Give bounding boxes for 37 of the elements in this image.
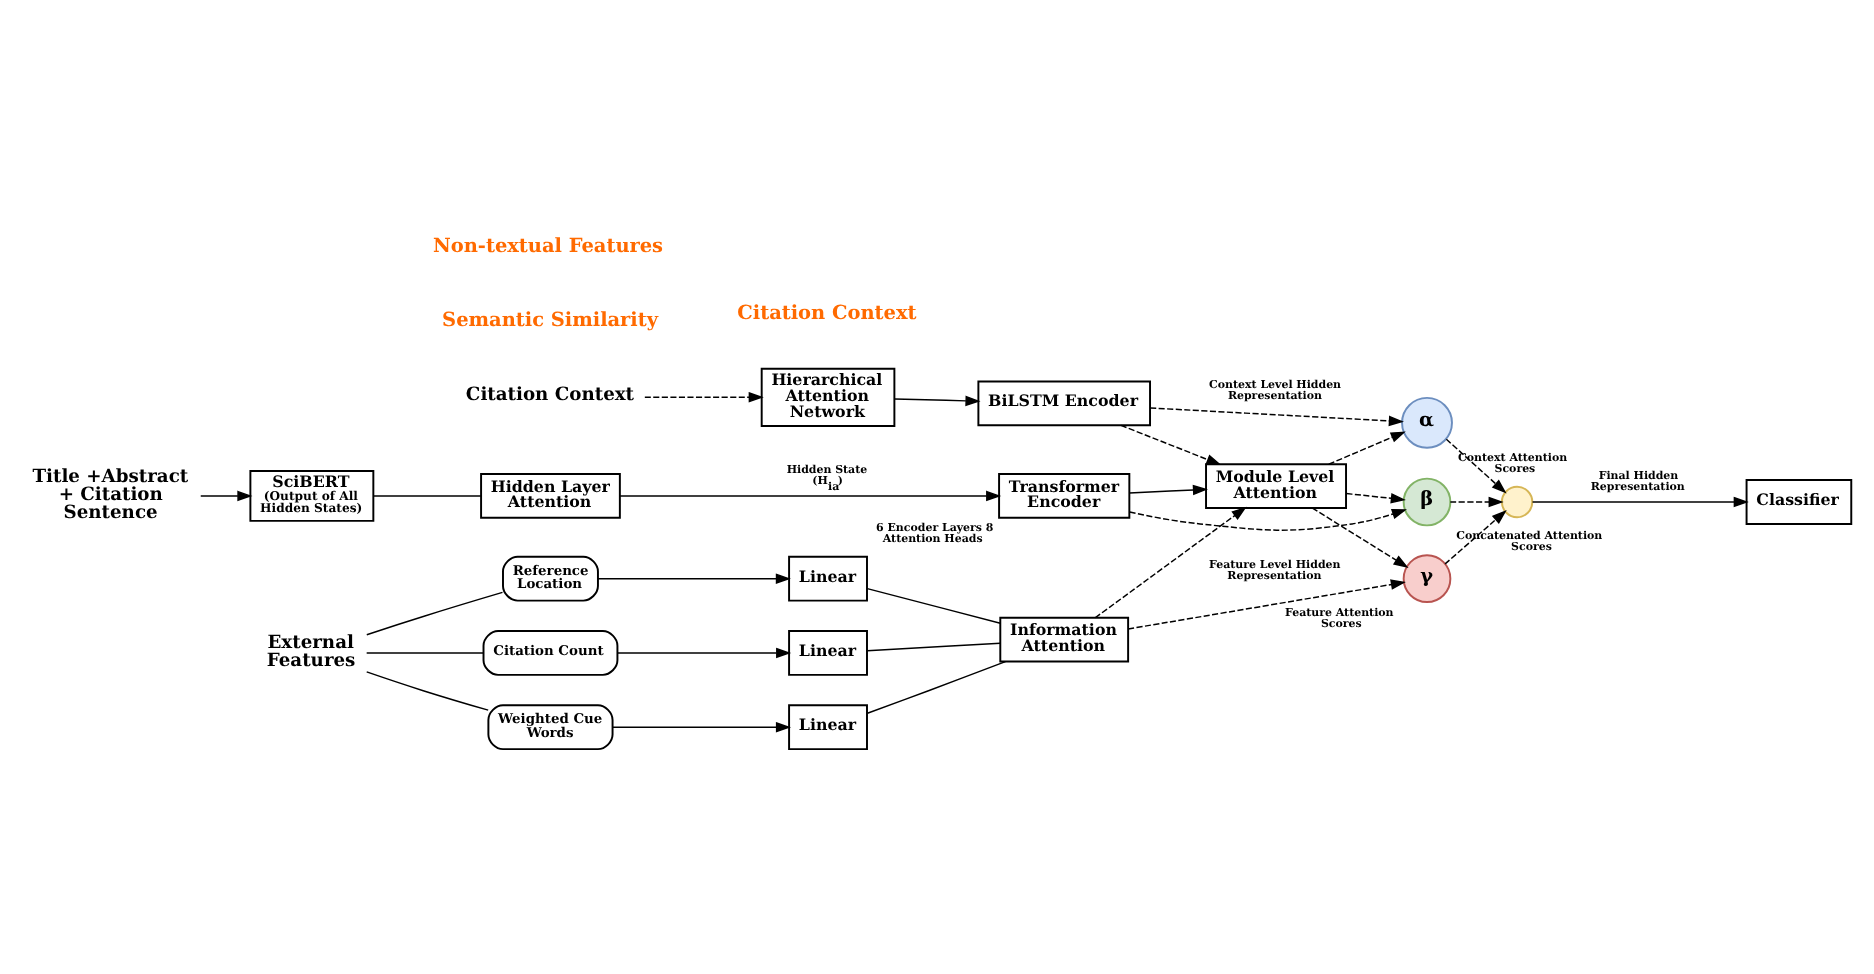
arrow — [612, 720, 791, 732]
connector — [866, 659, 1007, 713]
node-text: Title +Abstract + Citation Sentence — [32, 464, 189, 524]
connector — [866, 641, 1001, 651]
label: Non-textual Features — [432, 235, 664, 258]
arrow — [1345, 491, 1406, 503]
arrow — [1449, 495, 1504, 507]
connector — [366, 590, 504, 635]
arrow — [1128, 483, 1208, 495]
node-text: External Features — [266, 631, 356, 672]
arrow — [616, 646, 792, 658]
arrow — [619, 489, 1002, 501]
node-circle: β — [1402, 476, 1452, 526]
node-circle — [1500, 484, 1534, 518]
arrow — [1120, 423, 1222, 465]
node-circle: α — [1401, 395, 1453, 448]
connector — [365, 651, 484, 653]
arrow — [597, 572, 791, 583]
arrow — [644, 391, 764, 402]
connector — [365, 670, 489, 710]
label: Citation Context — [737, 302, 917, 325]
arrow — [1445, 437, 1507, 493]
arrow — [200, 489, 253, 501]
node-text: Citation Context — [465, 383, 635, 406]
arrow — [1128, 508, 1407, 530]
node-circle: γ — [1402, 553, 1452, 603]
arrow — [1094, 505, 1247, 618]
arrow — [1444, 508, 1507, 564]
connector — [372, 494, 482, 496]
arrow — [1531, 495, 1749, 507]
arrow — [1127, 578, 1406, 629]
arrow — [1149, 406, 1404, 426]
arrow — [893, 394, 981, 406]
arrow — [1328, 430, 1406, 464]
connector — [866, 586, 1001, 623]
arrow — [1311, 506, 1409, 567]
label: Semantic Similarity — [442, 309, 659, 332]
